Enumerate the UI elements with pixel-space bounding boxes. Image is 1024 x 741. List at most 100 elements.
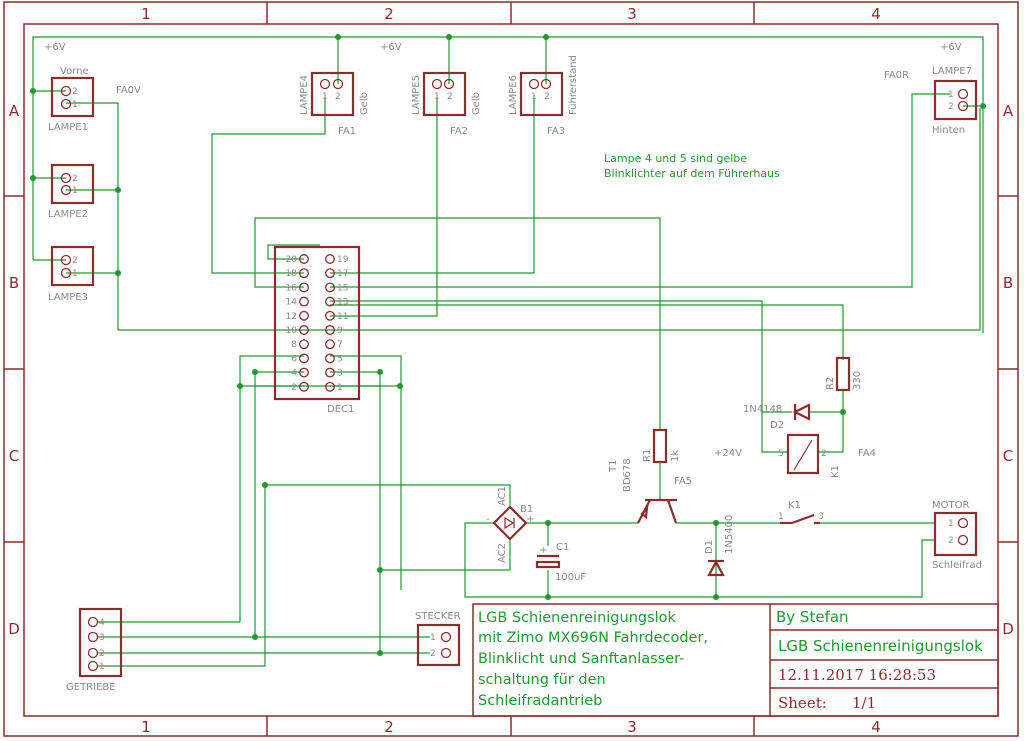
d2-name: D2 <box>770 420 784 431</box>
svg-text:3: 3 <box>818 512 824 522</box>
k1-coil-name: K1 <box>830 465 841 478</box>
r1-resistor: R1 1k <box>642 428 681 500</box>
dec-pin-right <box>325 254 335 264</box>
lampe4-name: LAMPE4 <box>299 75 310 115</box>
row-label-left: B <box>9 274 19 292</box>
svg-text:1: 1 <box>72 269 78 279</box>
dec-pin-right <box>325 339 335 350</box>
motor-connector: 1 2 MOTOR Schleifrad <box>932 500 982 571</box>
t1-net: FA5 <box>674 476 692 487</box>
lampe6-net: FA3 <box>547 126 565 137</box>
b1-name: B1 <box>520 504 533 515</box>
dec-pin-left <box>299 325 309 335</box>
dec-pin-right <box>325 268 335 279</box>
supply-label-left: +6V <box>44 42 66 53</box>
d1-name: D1 <box>704 540 715 554</box>
dec-pin-right <box>325 296 335 307</box>
lampe5-connector: 1 2 LAMPE5 Gelb FA2 <box>411 71 482 137</box>
b1-plus: + <box>526 514 534 525</box>
svg-text:2: 2 <box>821 449 827 459</box>
lampe7-net: FA0R <box>884 70 909 81</box>
lampe4-value: Gelb <box>359 92 370 115</box>
motor-name: MOTOR <box>932 500 969 511</box>
svg-text:1: 1 <box>99 662 105 672</box>
dec-pin-left <box>299 254 309 264</box>
title-line-3: Blinklicht und Sanftanlasser- <box>478 651 684 667</box>
dec-pin-right <box>325 367 335 378</box>
stecker-connector: 1 2 STECKER <box>415 611 461 667</box>
c1-value: 100uF <box>555 572 586 583</box>
column-label-top: 3 <box>627 5 637 23</box>
supply-label-right: +6V <box>940 42 962 53</box>
dec-pin-number: 16 <box>286 283 298 293</box>
k1-relay-contact: K1 1 3 <box>778 500 824 525</box>
getriebe-name: GETRIEBE <box>66 682 116 693</box>
r2-resistor: R2 330 <box>825 356 863 392</box>
c1-capacitor: C1 100uF + <box>535 542 586 583</box>
k1-contact-name: K1 <box>788 500 801 511</box>
dec-pin-number: 1 <box>337 383 343 393</box>
dec-pin-number: 8 <box>291 340 297 350</box>
r2-name: R2 <box>825 377 836 390</box>
column-label-bottom: 4 <box>871 718 881 736</box>
dec-pin-number: 18 <box>286 269 298 279</box>
note-line-1: Lampe 4 und 5 sind gelbe <box>604 152 747 165</box>
title-line-1: LGB Schienenreinigungslok <box>478 610 677 626</box>
column-markers: 1 2 3 4 1 2 3 4 <box>141 5 881 736</box>
dec-pin-left <box>299 310 309 321</box>
dec-pin-number: 20 <box>286 255 298 265</box>
dec-pin-number: 12 <box>286 312 297 322</box>
dec-pin-number: 2 <box>291 383 297 393</box>
author: By Stefan <box>776 608 849 626</box>
svg-text:2: 2 <box>72 174 78 184</box>
motor-value: Schleifrad <box>932 560 982 571</box>
svg-text:1: 1 <box>322 92 328 102</box>
getriebe-connector: 4 3 2 1 GETRIEBE <box>66 607 123 693</box>
dec-pin-number: 10 <box>286 326 298 336</box>
lampe6-name: LAMPE6 <box>508 75 519 115</box>
lampe3-name: LAMPE3 <box>48 292 88 303</box>
lampe5-value: Gelb <box>471 92 482 115</box>
r1-name: R1 <box>642 449 653 462</box>
lampe7-connector: 1 2 LAMPE7 Hinten FA0R <box>884 66 978 136</box>
dec-pin-right <box>325 282 335 293</box>
dec-pin-left <box>299 282 309 293</box>
d1-diode: D1 1N5400 <box>704 515 735 577</box>
supply-label-mid: +6V <box>380 42 402 53</box>
t1-value: BD678 <box>622 458 633 492</box>
title-block: LGB Schienenreinigungslok mit Zimo MX696… <box>472 603 999 717</box>
row-label-left: C <box>9 447 19 465</box>
svg-text:2: 2 <box>72 256 78 266</box>
svg-text:1: 1 <box>948 519 954 529</box>
dec-pin-number: 3 <box>337 369 343 379</box>
dec-pin-number: 9 <box>337 326 343 336</box>
lampe4-net: FA1 <box>338 126 356 137</box>
lampe2-name: LAMPE2 <box>48 209 88 220</box>
b1-ac1: AC1 <box>497 486 508 506</box>
b1-ac2: AC2 <box>497 543 508 563</box>
dec-pin-right <box>325 381 335 392</box>
svg-text:1: 1 <box>531 92 537 102</box>
row-label-right: C <box>1003 447 1013 465</box>
dec-pin-left <box>299 367 309 378</box>
d2-diode: 1N4148 D2 <box>743 403 811 431</box>
column-label-bottom: 3 <box>627 718 637 736</box>
dec-pin-number: 13 <box>337 298 348 308</box>
b1-minus: - <box>486 514 490 525</box>
dec-pin-right <box>325 310 335 321</box>
d2-value: 1N4148 <box>743 404 782 415</box>
lampe2-connector: 2 1 LAMPE2 <box>48 163 95 220</box>
row-markers: A B C D A B C D <box>8 102 1014 638</box>
dec-pin-number: 5 <box>337 354 343 364</box>
row-label-left: D <box>8 620 20 638</box>
column-label-top: 4 <box>871 5 881 23</box>
svg-text:1: 1 <box>72 186 78 196</box>
title-line-5: Schleifradantrieb <box>478 693 602 709</box>
svg-text:2: 2 <box>948 536 954 546</box>
svg-text:2: 2 <box>544 92 550 102</box>
lampe3-connector: 2 1 LAMPE3 <box>48 245 95 303</box>
junction-dots <box>30 34 986 656</box>
svg-text:1: 1 <box>72 100 78 110</box>
dec-pin-right <box>325 353 335 364</box>
